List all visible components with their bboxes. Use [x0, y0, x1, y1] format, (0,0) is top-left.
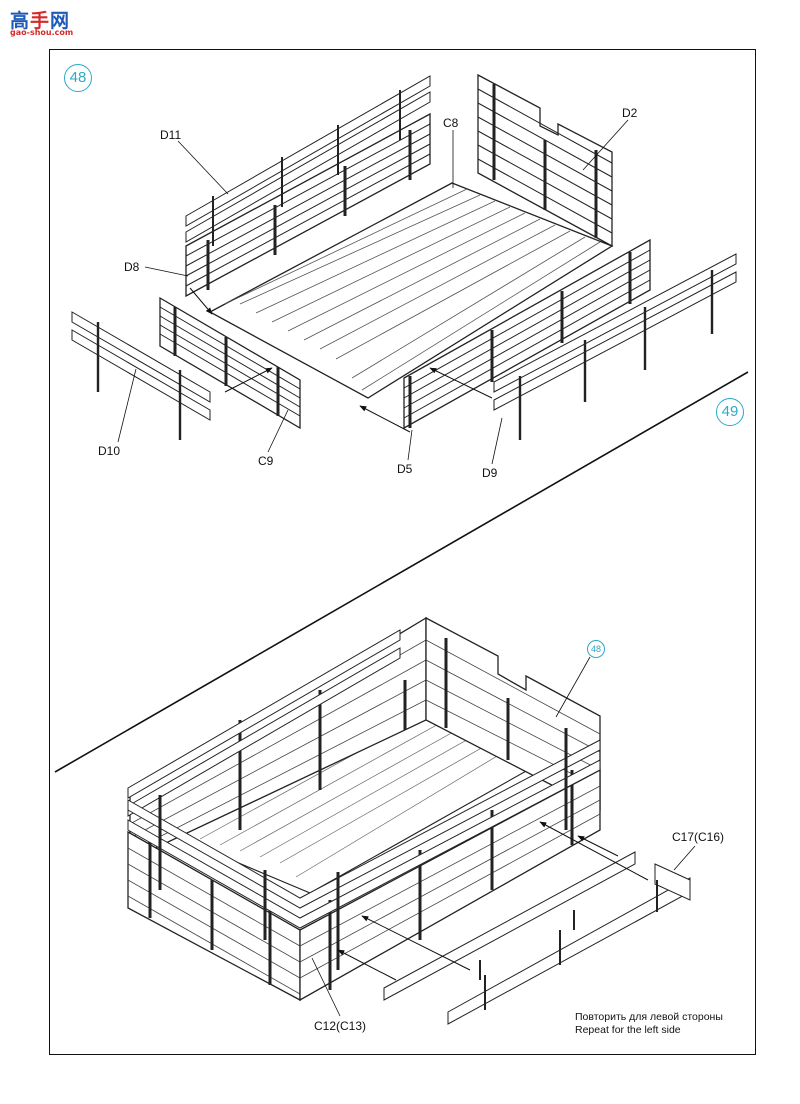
- part-label-d9: D9: [482, 466, 498, 480]
- arrow-c17-b: [577, 835, 619, 857]
- step-48-reference-marker: 48: [587, 640, 605, 658]
- part-label-d10: D10: [98, 444, 121, 458]
- step-49-marker: 49: [716, 398, 744, 426]
- arrow-c12-b: [361, 915, 471, 971]
- part-label-d8: D8: [124, 260, 140, 274]
- arrow-d5: [359, 405, 411, 433]
- side-rail-d10: [71, 311, 211, 440]
- arrow-d8: [189, 287, 213, 315]
- instruction-note: Повторить для левой стороны Repeat for t…: [575, 1011, 723, 1037]
- side-rail-d9: [493, 253, 737, 440]
- floor-c8: [208, 182, 614, 399]
- assembled-end-wall: [425, 616, 601, 812]
- step48-leaders: [117, 119, 629, 465]
- step49-drawing: [127, 616, 691, 1025]
- part-label-c9: C9: [258, 454, 274, 468]
- arrow-c17: [539, 821, 649, 881]
- end-panel-d2: [477, 73, 613, 248]
- logo-char-3: 网: [50, 10, 71, 32]
- instruction-frame: [49, 49, 756, 1055]
- step-48-marker: 48: [64, 64, 92, 92]
- arrow-d9: [429, 367, 493, 399]
- part-label-d2: D2: [622, 106, 638, 120]
- rear-panel-d8: [185, 112, 431, 298]
- part-label-c12: C12(C13): [314, 1019, 367, 1033]
- step49-leaders: [311, 656, 696, 1017]
- assembled-side-wall: [299, 768, 601, 1002]
- arrow-c9: [224, 367, 273, 393]
- part-label-c8: C8: [443, 116, 459, 130]
- loose-rail-c17: [447, 863, 691, 1025]
- upper-rail-d11: [185, 75, 431, 246]
- step48-drawing: [71, 73, 737, 440]
- logo-char-2: 手: [30, 10, 51, 32]
- side-panel-d5: [403, 238, 651, 430]
- site-logo: 高手网 gao-shou.com: [10, 6, 73, 37]
- part-label-d11: D11: [160, 128, 182, 142]
- arrow-c12: [337, 949, 397, 981]
- part-label-d5: D5: [397, 462, 413, 476]
- front-panel-c9: [159, 296, 301, 430]
- logo-url: gao-shou.com: [10, 28, 74, 37]
- logo-char-1: 高: [10, 10, 31, 32]
- part-label-c17: C17(C16): [672, 830, 725, 844]
- step-divider: [54, 371, 749, 773]
- loose-rail-c12: [383, 851, 636, 1001]
- note-russian: Повторить для левой стороны: [575, 1011, 723, 1023]
- note-english: Repeat for the left side: [575, 1024, 681, 1036]
